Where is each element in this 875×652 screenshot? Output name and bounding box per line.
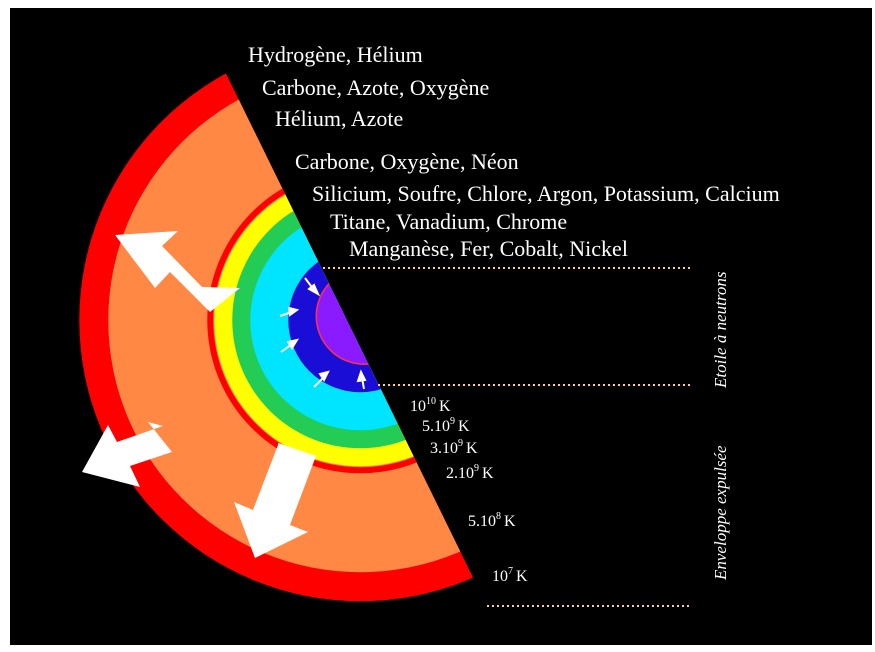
outward-arrow-top: [115, 231, 240, 312]
inward-arrow: [356, 369, 367, 390]
neutron-star-label: Etoile à neutrons: [711, 271, 730, 389]
label-helium-nitrogen: Hélium, Azote: [275, 106, 403, 131]
label-titanium-group: Titane, Vanadium, Chrome: [330, 209, 567, 234]
inward-arrow: [279, 306, 300, 317]
label-carbon-nitrogen-oxygen: Carbone, Azote, Oxygène: [262, 75, 489, 100]
outward-arrow-bottom: [234, 443, 316, 558]
inward-arrow: [313, 370, 330, 388]
ejected-envelope-label: Enveloppe expulsée: [711, 445, 730, 581]
inward-arrows: [279, 277, 367, 390]
inward-arrow: [280, 338, 300, 353]
label-silicon-group: Silicium, Soufre, Chlore, Argon, Potassi…: [312, 181, 780, 206]
label-carbon-oxygen-neon: Carbone, Oxygène, Néon: [295, 149, 519, 174]
outward-arrows: [82, 231, 316, 558]
element-labels: Hydrogène, Hélium Carbone, Azote, Oxygèn…: [248, 42, 780, 261]
inward-arrow: [304, 277, 321, 297]
label-hydrogen-helium: Hydrogène, Hélium: [248, 42, 423, 67]
label-iron-group: Manganèse, Fer, Cobalt, Nickel: [349, 236, 628, 261]
dotted-lines: [323, 267, 690, 607]
outward-arrow-left: [82, 422, 172, 487]
